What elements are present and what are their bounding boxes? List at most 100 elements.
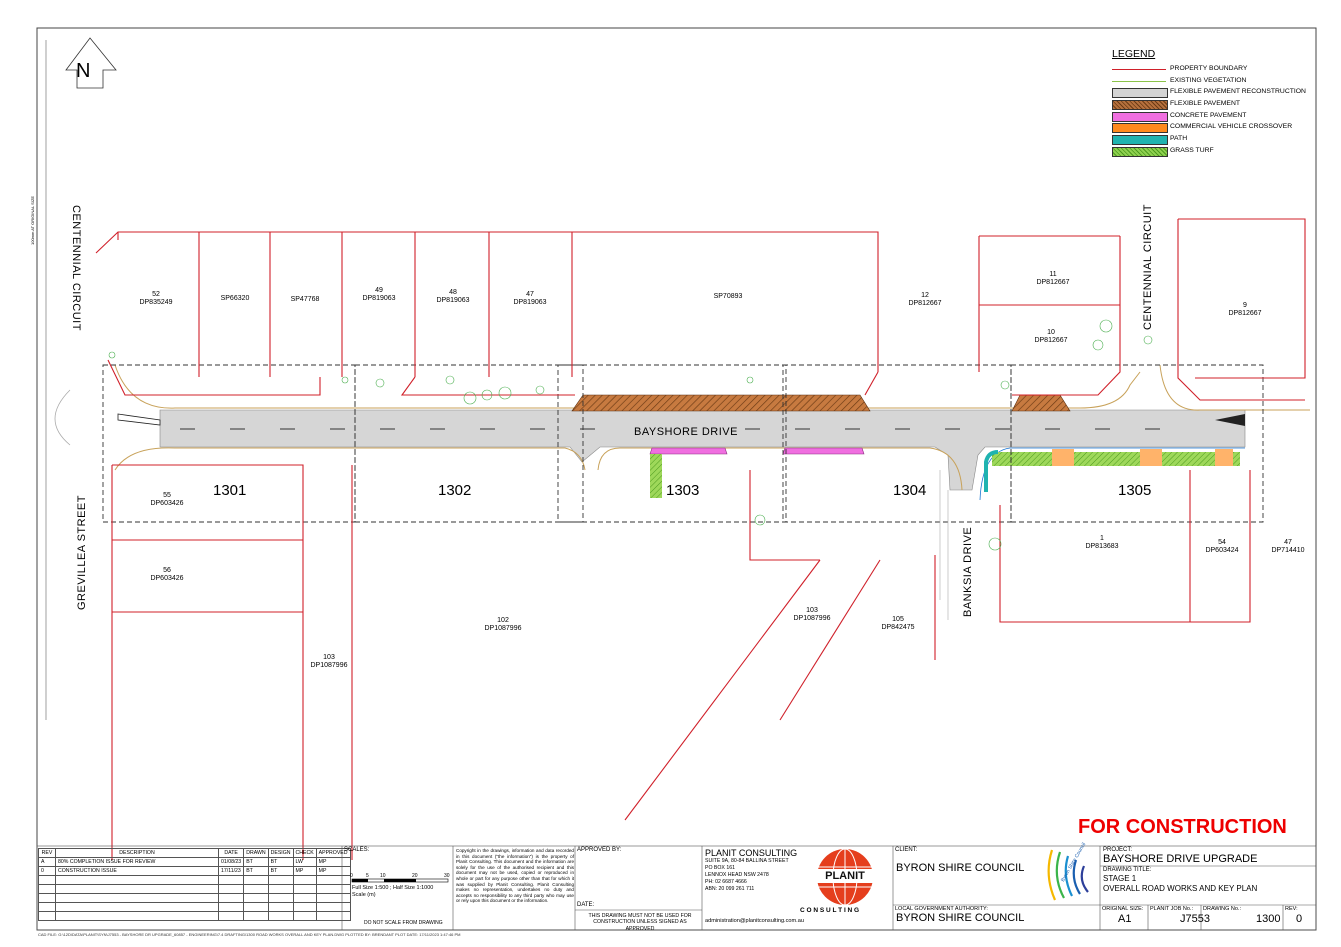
legend-label: GRASS TURF bbox=[1170, 146, 1214, 154]
drawing-title-2: OVERALL ROAD WORKS AND KEY PLAN bbox=[1103, 884, 1258, 893]
legend-item: CONCRETE PAVEMENT bbox=[1112, 111, 1317, 123]
revision-header-row: REV DESCRIPTION DATE DRAWN DESIGN CHECK … bbox=[38, 848, 351, 858]
legend-item: FLEXIBLE PAVEMENT RECONSTRUCTION bbox=[1112, 87, 1317, 99]
sheet-label: 1305 bbox=[1118, 482, 1152, 499]
street-centennial-left: CENTENNIAL CIRCUIT bbox=[70, 205, 82, 331]
lga-label: LOCAL GOVERNMENT AUTHORITY: bbox=[895, 906, 988, 912]
legend-label: PROPERTY BOUNDARY bbox=[1170, 65, 1248, 72]
approval-note: THIS DRAWING MUST NOT BE USED FOR CONSTR… bbox=[588, 913, 692, 932]
project-label: PROJECT: bbox=[1103, 847, 1133, 853]
legend-swatch bbox=[1112, 123, 1168, 134]
lot-label: SP66320 bbox=[220, 295, 250, 302]
scale-tick: 30 bbox=[444, 873, 450, 879]
scale-tick: 10 bbox=[380, 873, 386, 879]
sheet-label: 1303 bbox=[666, 482, 700, 499]
job-number-value: J7553 bbox=[1180, 913, 1210, 925]
crossover-2 bbox=[1140, 449, 1162, 466]
consultant-address1: SUITE 9A, 80-84 BALLINA STREET bbox=[705, 858, 789, 864]
north-label: N bbox=[76, 60, 91, 82]
planit-logo-icon bbox=[815, 848, 875, 906]
existing-vegetation bbox=[108, 319, 1153, 551]
sheet-label: 1301 bbox=[213, 482, 247, 499]
legend-swatch bbox=[1112, 88, 1168, 99]
street-bayshore: BAYSHORE DRIVE bbox=[634, 426, 738, 438]
kerb-banksia-east bbox=[979, 447, 1245, 501]
concrete-pavement-1 bbox=[649, 447, 728, 455]
legend-swatch bbox=[1112, 80, 1166, 82]
original-size-label: ORIGINAL SIZE: bbox=[1102, 906, 1144, 912]
street-grevillea: GREVILLEA STREET bbox=[76, 495, 88, 610]
legend-item: COMMERCIAL VEHICLE CROSSOVER bbox=[1112, 122, 1317, 134]
legend-swatch bbox=[1112, 111, 1168, 122]
legend-label: FLEXIBLE PAVEMENT RECONSTRUCTION bbox=[1170, 88, 1306, 96]
revision-value: 0 bbox=[1296, 913, 1303, 925]
crossover-1 bbox=[1052, 449, 1074, 466]
legend-item: GRASS TURF bbox=[1112, 146, 1317, 158]
scale-unit: Scale (m) bbox=[352, 892, 376, 898]
scale-tick: 20 bbox=[412, 873, 418, 879]
grass-turf-1303 bbox=[650, 454, 662, 498]
revision-table: REV DESCRIPTION DATE DRAWN DESIGN CHECK … bbox=[38, 848, 351, 921]
legend-swatch bbox=[1112, 135, 1168, 146]
scales-title: SCALES: bbox=[344, 847, 370, 853]
scale-bar bbox=[351, 878, 449, 883]
flexible-pavement-north bbox=[571, 394, 871, 412]
consultant-name: PLANIT CONSULTING bbox=[705, 848, 798, 858]
legend-swatch bbox=[1112, 100, 1168, 111]
legend-label: COMMERCIAL VEHICLE CROSSOVER bbox=[1170, 123, 1293, 131]
drawing-title-label: DRAWING TITLE: bbox=[1103, 867, 1152, 873]
kerb-north bbox=[114, 364, 1141, 409]
kerb-south bbox=[114, 447, 586, 471]
street-banksia: BANKSIA DRIVE bbox=[962, 526, 974, 617]
legend-item: FLEXIBLE PAVEMENT bbox=[1112, 99, 1317, 111]
banksia-road-edge bbox=[939, 470, 949, 620]
approval-date-label: DATE: bbox=[577, 902, 595, 908]
scale-tick: 5 bbox=[366, 873, 369, 879]
client-name: BYRON SHIRE COUNCIL bbox=[896, 862, 1025, 874]
cad-file-path: CAD FILE: G:\12D\DATA\PLANIT\SYN\J7553 -… bbox=[38, 932, 461, 937]
property-boundaries bbox=[95, 218, 1306, 860]
legend-label: FLEXIBLE PAVEMENT bbox=[1170, 100, 1241, 108]
drawing-number-label: DRAWING No.: bbox=[1203, 906, 1241, 912]
north-arrow-icon bbox=[65, 37, 117, 89]
lga-name: BYRON SHIRE COUNCIL bbox=[896, 912, 1025, 924]
council-logo-icon bbox=[1047, 849, 1089, 901]
consultant-address3: LENNOX HEAD NSW 2478 bbox=[705, 872, 769, 878]
kerb-south-2 bbox=[597, 447, 963, 491]
consultant-phone: PH: 02 6687 4666 bbox=[705, 879, 747, 885]
consultant-abn: ABN: 20 099 261 711 bbox=[705, 886, 755, 892]
traffic-island-east bbox=[1215, 414, 1245, 426]
legend-label: CONCRETE PAVEMENT bbox=[1170, 111, 1247, 119]
lot-label: SP70893 bbox=[713, 293, 743, 300]
job-number-label: PLANIT JOB No.: bbox=[1150, 906, 1193, 912]
drawing-title-1: STAGE 1 bbox=[1103, 874, 1137, 883]
sheet-label: 1302 bbox=[438, 482, 472, 499]
scale-tick: 0 bbox=[350, 873, 353, 879]
sheet-frames bbox=[102, 364, 1264, 523]
legend-item: EXISTING VEGETATION bbox=[1112, 76, 1317, 88]
revision-label: REV: bbox=[1285, 906, 1298, 912]
consultant-email: administration@planitconsulting.com.au bbox=[705, 918, 804, 924]
street-centennial-right: CENTENNIAL CIRCUIT bbox=[1142, 204, 1154, 330]
kerb-east-north bbox=[1159, 364, 1310, 411]
grass-turf-1305 bbox=[992, 452, 1240, 466]
client-label: CLIENT: bbox=[895, 847, 918, 853]
